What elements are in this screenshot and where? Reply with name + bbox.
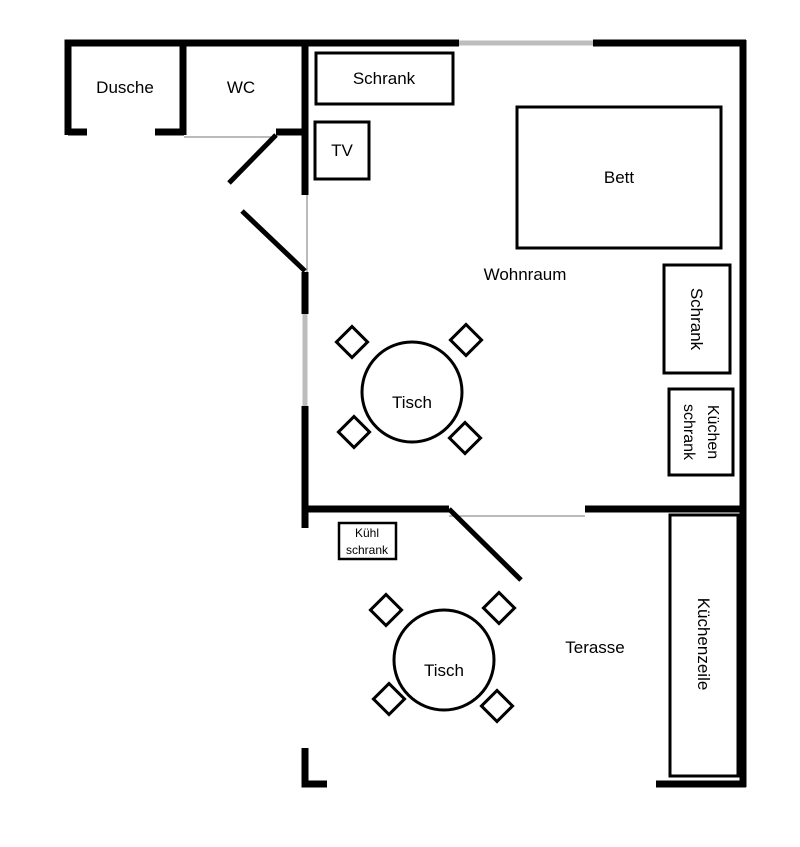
kuehlschrank-label-line1: Kühl	[355, 526, 379, 540]
chair	[368, 592, 404, 628]
kuehlschrank-label-line2: schrank	[346, 543, 389, 557]
room-label-terasse: Terasse	[565, 638, 625, 657]
kuehlschrank: Kühl schrank	[337, 521, 398, 561]
terrace-walls	[301, 509, 747, 788]
kuechenschrank-label-line2: schrank	[680, 404, 697, 461]
chair	[447, 420, 483, 456]
chair	[334, 324, 370, 360]
chair	[336, 414, 372, 450]
kuechenschrank-label-line1: Küchen	[704, 405, 721, 459]
tv-label: TV	[331, 141, 353, 160]
chair	[481, 590, 517, 626]
chair	[479, 688, 515, 724]
schrank-right: Schrank	[662, 263, 732, 375]
chair	[448, 322, 484, 358]
room-label-wohnraum: Wohnraum	[484, 265, 567, 284]
entrance-door	[240, 209, 307, 273]
terrace-door	[447, 507, 523, 582]
tisch-terasse: Tisch	[368, 590, 517, 724]
wc-door	[227, 133, 278, 185]
schrank-right-label: Schrank	[687, 288, 706, 351]
room-label-wc: WC	[227, 78, 255, 97]
room-label-dusche: Dusche	[96, 78, 154, 97]
schrank-top: Schrank	[314, 51, 455, 106]
bett: Bett	[515, 105, 723, 250]
wohnraum-walls	[299, 39, 747, 528]
tisch-wohnraum: Tisch	[334, 322, 484, 456]
bett-label: Bett	[604, 168, 635, 187]
kuechenzeile-label: Küchenzeile	[694, 598, 713, 691]
bathroom-walls	[64, 39, 302, 138]
tisch-wohnraum-label: Tisch	[392, 393, 432, 412]
tisch-terasse-label: Tisch	[424, 661, 464, 680]
tv: TV	[313, 120, 371, 181]
schrank-top-label: Schrank	[353, 69, 416, 88]
chair	[371, 681, 407, 717]
kuechenschrank: Küchen schrank	[667, 387, 735, 477]
kuechenzeile: Küchenzeile	[668, 513, 740, 778]
